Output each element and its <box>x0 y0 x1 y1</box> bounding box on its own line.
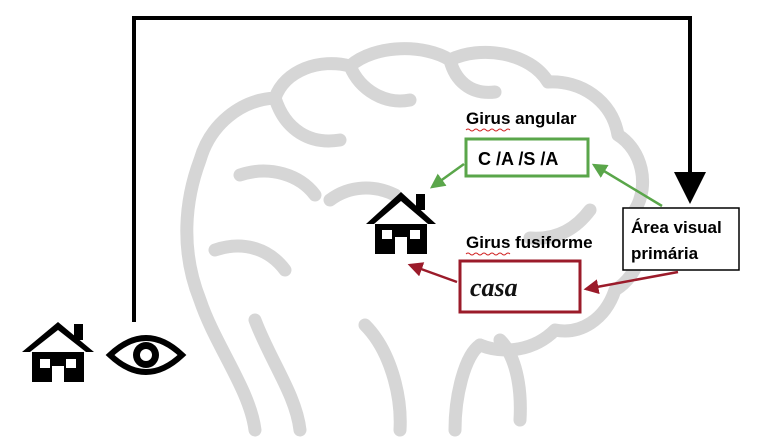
primary-visual-area-box <box>622 207 740 271</box>
house-icon <box>22 322 94 382</box>
house-icon <box>366 192 436 254</box>
primary-visual-area-line1: Área visual <box>631 218 722 237</box>
fusiform-gyrus-box-text: casa <box>470 273 518 302</box>
angular-to-house-arrow <box>429 162 465 189</box>
fusiform-to-house-arrow <box>407 262 458 284</box>
visual-to-fusiform-arrow <box>583 270 679 295</box>
fusiform-gyrus-label: Girus fusiforme <box>466 233 593 252</box>
spellcheck-underline <box>465 252 511 256</box>
fusiform-gyrus-box <box>458 259 582 314</box>
angular-gyrus-box <box>464 137 590 178</box>
angular-gyrus-label: Girus angular <box>466 109 577 128</box>
primary-visual-area-line2: primária <box>631 244 699 263</box>
spellcheck-underline <box>465 128 511 132</box>
visual-to-angular-arrow <box>591 163 663 208</box>
angular-gyrus-box-text: C /A /S /A <box>478 149 558 169</box>
visual-input-arrow <box>132 16 706 322</box>
eye-icon <box>105 335 187 375</box>
